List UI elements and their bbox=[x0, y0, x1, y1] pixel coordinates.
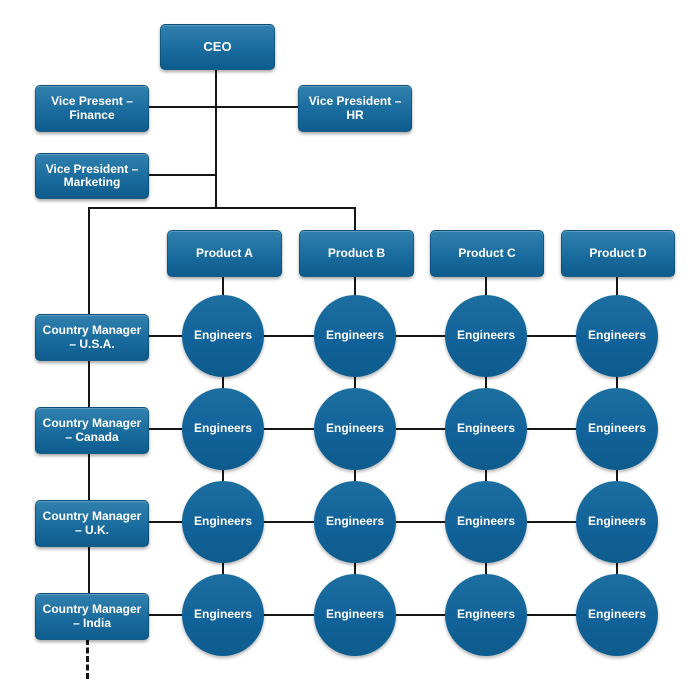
engineers-node-r2c4: Engineers bbox=[576, 388, 658, 470]
engineers-node-r2c3: Engineers bbox=[445, 388, 527, 470]
engineers-node-r4c4: Engineers bbox=[576, 574, 658, 656]
node-vp-marketing-line2: Marketing bbox=[63, 175, 121, 189]
node-product-c: Product C bbox=[430, 230, 544, 277]
engineers-label: Engineers bbox=[325, 421, 385, 436]
node-country-manager-usa-line2: – U.S.A. bbox=[69, 336, 115, 351]
node-country-manager-india-line1: Country Manager bbox=[42, 602, 142, 617]
node-country-manager-uk-line2: – U.K. bbox=[74, 522, 109, 537]
engineers-node-r3c3: Engineers bbox=[445, 481, 527, 563]
node-product-d-label: Product D bbox=[589, 245, 647, 260]
connector-ceo-vertical bbox=[215, 68, 217, 208]
engineers-label: Engineers bbox=[193, 328, 253, 343]
engineers-label: Engineers bbox=[456, 421, 516, 436]
engineers-node-r4c3: Engineers bbox=[445, 574, 527, 656]
node-product-b-label: Product B bbox=[327, 245, 386, 260]
node-vp-marketing: Vice President –Marketing bbox=[35, 153, 149, 199]
engineers-node-r1c4: Engineers bbox=[576, 295, 658, 377]
engineers-label: Engineers bbox=[456, 328, 516, 343]
node-country-manager-usa-line1: Country Manager bbox=[42, 323, 142, 338]
node-product-b: Product B bbox=[299, 230, 414, 277]
node-vp-finance-line2: Finance bbox=[69, 107, 115, 122]
engineers-label: Engineers bbox=[587, 514, 647, 529]
engineers-label: Engineers bbox=[325, 607, 385, 622]
node-country-manager-canada-line2: – Canada bbox=[65, 429, 119, 444]
continuation-dashed-line bbox=[86, 639, 89, 679]
node-product-a-label: Product A bbox=[196, 245, 253, 260]
engineers-label: Engineers bbox=[193, 421, 253, 436]
engineers-node-r4c2: Engineers bbox=[314, 574, 396, 656]
engineers-label: Engineers bbox=[587, 328, 647, 343]
engineers-node-r2c1: Engineers bbox=[182, 388, 264, 470]
engineers-node-r3c4: Engineers bbox=[576, 481, 658, 563]
connector-country-spine bbox=[88, 207, 90, 595]
node-product-a: Product A bbox=[167, 230, 282, 277]
engineers-node-r3c1: Engineers bbox=[182, 481, 264, 563]
connector-top-bar-to-product-b bbox=[354, 207, 356, 231]
engineers-label: Engineers bbox=[193, 607, 253, 622]
node-country-manager-uk-line1: Country Manager bbox=[42, 509, 142, 524]
node-vp-hr-line1: Vice President – bbox=[308, 94, 402, 109]
node-product-c-label: Product C bbox=[458, 245, 516, 260]
engineers-label: Engineers bbox=[587, 607, 647, 622]
connector-marketing bbox=[147, 174, 216, 176]
engineers-label: Engineers bbox=[456, 607, 516, 622]
connector-finance-hr bbox=[147, 106, 298, 108]
node-vp-finance-line1: Vice Present – bbox=[51, 94, 133, 109]
node-vp-hr-line2: HR bbox=[346, 107, 364, 122]
engineers-label: Engineers bbox=[456, 514, 516, 529]
node-country-manager-uk: Country Manager– U.K. bbox=[35, 500, 149, 547]
node-ceo: CEO bbox=[160, 24, 275, 70]
node-product-d: Product D bbox=[561, 230, 675, 277]
node-country-manager-india-line2: – India bbox=[72, 615, 111, 630]
engineers-node-r1c3: Engineers bbox=[445, 295, 527, 377]
engineers-label: Engineers bbox=[587, 421, 647, 436]
engineers-label: Engineers bbox=[193, 514, 253, 529]
node-vp-finance: Vice Present –Finance bbox=[35, 85, 149, 132]
engineers-node-r4c1: Engineers bbox=[182, 574, 264, 656]
node-ceo-label: CEO bbox=[203, 38, 232, 54]
engineers-label: Engineers bbox=[325, 328, 385, 343]
node-vp-marketing-line1: Vice President – bbox=[45, 161, 139, 176]
engineers-node-r1c1: Engineers bbox=[182, 295, 264, 377]
engineers-node-r2c2: Engineers bbox=[314, 388, 396, 470]
node-country-manager-canada: Country Manager– Canada bbox=[35, 407, 149, 454]
node-country-manager-usa: Country Manager– U.S.A. bbox=[35, 314, 149, 361]
node-vp-hr: Vice President –HR bbox=[298, 85, 412, 132]
node-country-manager-canada-line1: Country Manager bbox=[42, 416, 142, 431]
engineers-label: Engineers bbox=[325, 514, 385, 529]
engineers-node-r3c2: Engineers bbox=[314, 481, 396, 563]
engineers-node-r1c2: Engineers bbox=[314, 295, 396, 377]
node-country-manager-india: Country Manager– India bbox=[35, 593, 149, 640]
connector-top-bar bbox=[88, 207, 356, 209]
